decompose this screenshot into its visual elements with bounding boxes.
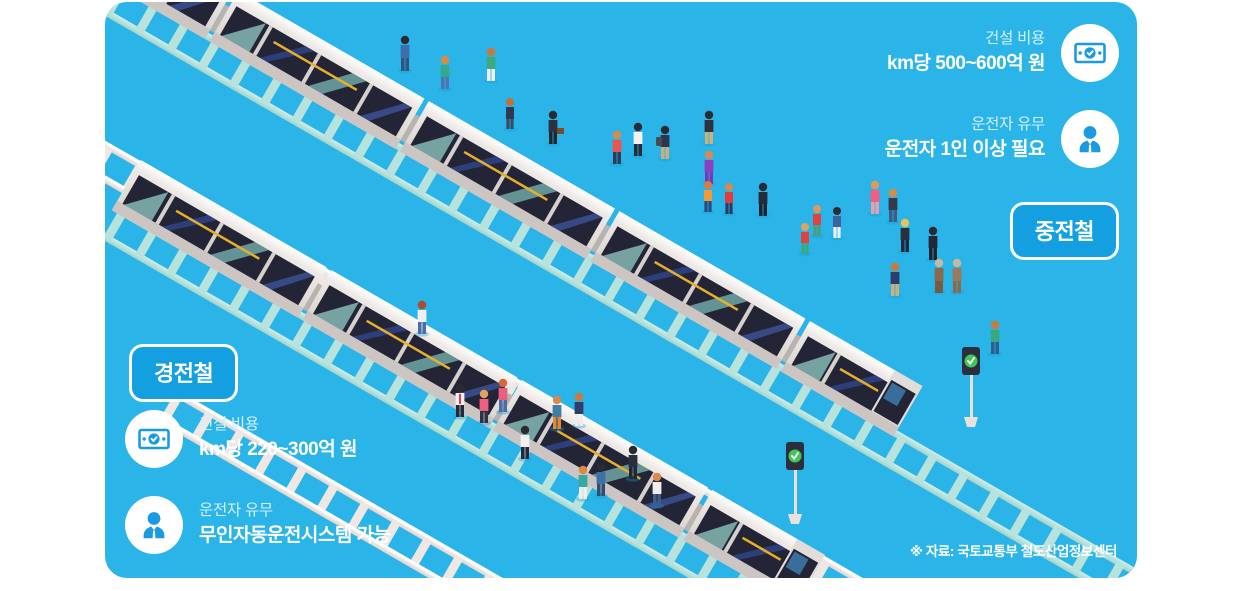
heavy-rail-cost-fact: 건설 비용 km당 500~600억 원 bbox=[789, 24, 1119, 82]
light-rail-cost-label: 건설 비용 bbox=[199, 416, 259, 434]
light-rail-badge[interactable]: 경전철 bbox=[129, 344, 239, 402]
money-bill-icon bbox=[125, 410, 183, 468]
light-rail-driver-text: 운전자 유무 무인자동운전시스템 가능 bbox=[199, 501, 391, 548]
heavy-rail-driver-fact: 운전자 유무 운전자 1인 이상 필요 bbox=[789, 110, 1119, 168]
heavy-rail-cost-value: km당 500~600억 원 bbox=[887, 53, 1045, 75]
rail-signal-left bbox=[786, 442, 804, 524]
heavy-rail-info: 건설 비용 km당 500~600억 원 운전자 유무 운전자 bbox=[789, 24, 1119, 186]
heavy-rail-driver-text: 운전자 유무 운전자 1인 이상 필요 bbox=[884, 115, 1046, 162]
light-rail-train bbox=[111, 160, 825, 578]
source-note: ※ 자료: 국토교통부 철도산업정보센터 bbox=[909, 544, 1118, 559]
person-suit-icon bbox=[1061, 110, 1119, 168]
rail-signal-right bbox=[962, 347, 980, 427]
light-rail-driver-label: 운전자 유무 bbox=[199, 502, 273, 520]
light-rail-cost-value: km당 220~300억 원 bbox=[199, 439, 357, 461]
heavy-rail-cost-text: 건설 비용 km당 500~600억 원 bbox=[887, 29, 1045, 76]
person-suit-icon bbox=[125, 496, 183, 554]
people-crowd bbox=[398, 35, 1002, 509]
heavy-rail-badge[interactable]: 중전철 bbox=[1009, 202, 1119, 260]
light-rail-cost-fact: 건설 비용 km당 220~300억 원 bbox=[125, 410, 545, 468]
isometric-rail-illustration bbox=[105, 2, 1137, 578]
heavy-rail-cost-label: 건설 비용 bbox=[985, 30, 1045, 48]
light-rail-info: 건설 비용 km당 220~300억 원 운전자 유무 무인자동운전시스템 가능 bbox=[125, 410, 545, 572]
heavy-rail-driver-label: 운전자 유무 bbox=[971, 116, 1045, 134]
light-rail-driver-value: 무인자동운전시스템 가능 bbox=[199, 525, 391, 547]
light-rail-cost-text: 건설 비용 km당 220~300억 원 bbox=[199, 415, 357, 462]
light-rail-driver-fact: 운전자 유무 무인자동운전시스템 가능 bbox=[125, 496, 545, 554]
heavy-rail-train bbox=[105, 2, 923, 437]
heavy-rail-driver-value: 운전자 1인 이상 필요 bbox=[884, 139, 1046, 161]
blue-panel: 건설 비용 km당 500~600억 원 운전자 유무 운전자 bbox=[105, 2, 1137, 578]
money-bill-icon bbox=[1061, 24, 1119, 82]
